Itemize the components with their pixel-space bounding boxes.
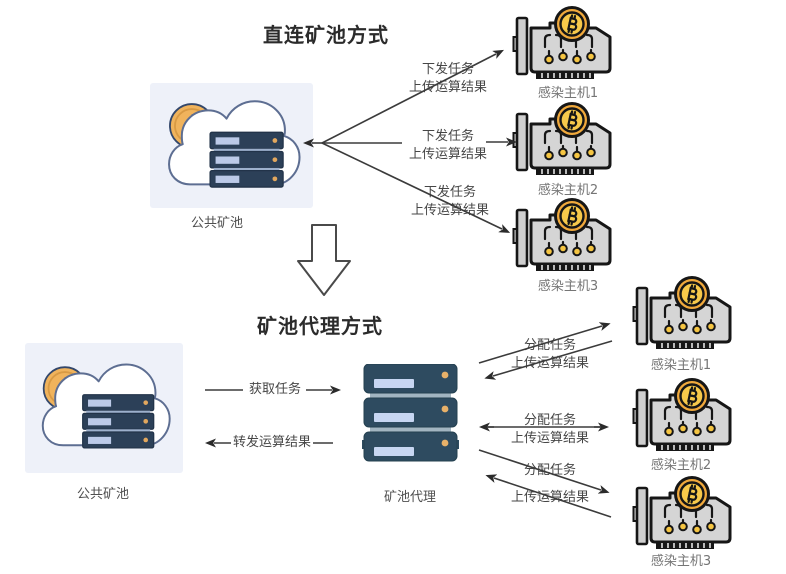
link-label-line: 上传运算结果 <box>408 146 487 162</box>
public-pool-card-top <box>150 83 313 208</box>
public-pool-label-bottom: 公共矿池 <box>76 487 129 502</box>
link-label-line: 上传运算结果 <box>510 489 589 505</box>
host-label: 感染主机2 <box>650 458 712 473</box>
link-label-line: 下发任务 <box>423 185 476 200</box>
public-pool-label-top: 公共矿池 <box>190 216 243 231</box>
link-label-direct-3: 下发任务 上传运算结果 <box>388 184 512 219</box>
host-label: 感染主机3 <box>650 554 712 569</box>
link-label-line: 转发运算结果 <box>232 435 311 450</box>
gpu-bitcoin-icon <box>632 476 736 552</box>
server-stack-icon <box>362 364 459 462</box>
section-title-direct: 直连矿池方式 <box>263 23 389 47</box>
host-label: 感染主机1 <box>650 358 712 373</box>
link-label-line: 分配任务 <box>523 338 576 353</box>
cloud-server-bitcoin-icon <box>33 354 175 462</box>
link-label-proxy-1: 分配任务 上传运算结果 <box>488 337 612 372</box>
gpu-bitcoin-icon <box>512 6 616 82</box>
link-label-line: 上传运算结果 <box>510 430 589 446</box>
link-label-line: 分配任务 <box>523 463 576 478</box>
gpu-bitcoin-icon <box>512 102 616 178</box>
pool-agent-label: 矿池代理 <box>383 490 436 505</box>
host-label: 感染主机1 <box>537 86 599 101</box>
down-arrow-icon <box>297 224 351 296</box>
link-label-line: 上传运算结果 <box>408 79 487 95</box>
link-label-line: 获取任务 <box>248 382 301 397</box>
link-label-proxy-3: 分配任务 上传运算结果 <box>488 462 612 506</box>
gpu-bitcoin-icon <box>632 276 736 352</box>
section-title-proxy: 矿池代理方式 <box>257 314 383 338</box>
link-label-direct-2: 下发任务 上传运算结果 <box>386 128 510 163</box>
gpu-bitcoin-icon <box>512 198 616 274</box>
link-label-line: 上传运算结果 <box>410 202 489 218</box>
host-label: 感染主机3 <box>537 279 599 294</box>
link-label-line: 下发任务 <box>421 62 474 77</box>
link-label-get-task: 获取任务 <box>215 381 335 399</box>
link-label-proxy-2: 分配任务 上传运算结果 <box>488 412 612 447</box>
link-label-direct-1: 下发任务 上传运算结果 <box>386 61 510 96</box>
host-label: 感染主机2 <box>537 183 599 198</box>
public-pool-card-bottom <box>25 343 183 473</box>
gpu-bitcoin-icon <box>632 378 736 454</box>
cloud-server-bitcoin-icon <box>159 91 305 201</box>
link-label-line: 分配任务 <box>523 413 576 428</box>
link-label-forward-result: 转发运算结果 <box>212 434 332 452</box>
link-label-line: 下发任务 <box>421 129 474 144</box>
link-label-line: 上传运算结果 <box>510 355 589 371</box>
